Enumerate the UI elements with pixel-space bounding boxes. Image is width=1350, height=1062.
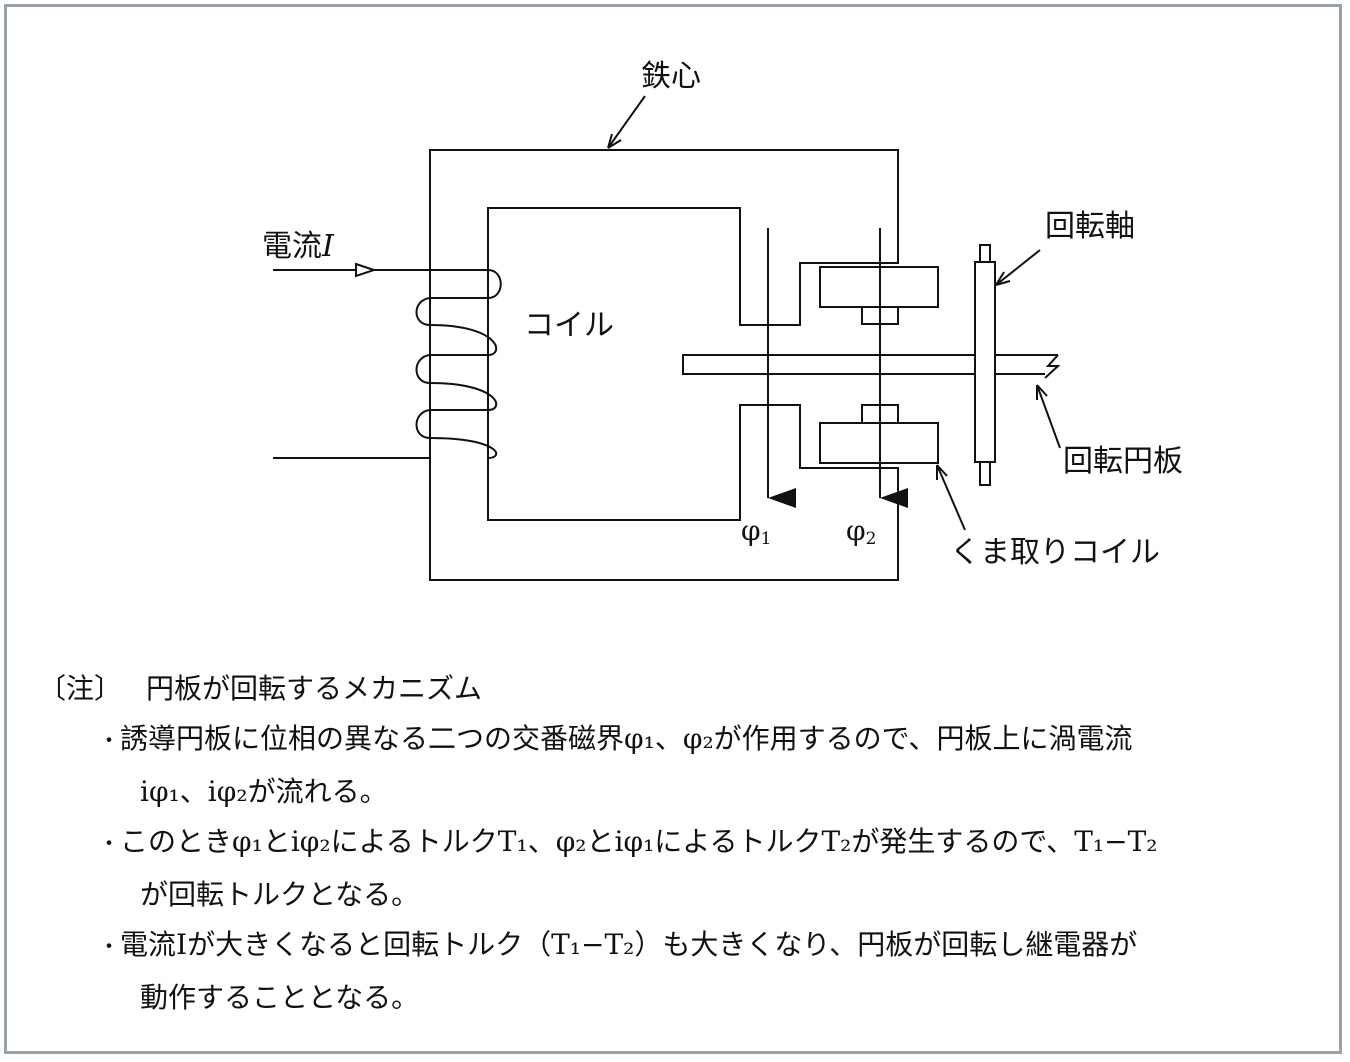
coil-winding <box>415 269 502 459</box>
note-bullet-1-line2: iφ₁、iφ₂が流れる。 <box>140 775 388 808</box>
coil-label: コイル <box>524 308 614 343</box>
rotating-disc <box>682 354 1058 375</box>
notes-tag: 〔注〕 <box>38 672 123 705</box>
disc-label: 回転円板 <box>1063 444 1183 479</box>
pointer-disc <box>1036 384 1061 449</box>
current-direction-arrow <box>355 262 378 278</box>
pointer-shading-coil <box>936 464 966 531</box>
current-label: 電流I <box>262 229 335 264</box>
shaft-label: 回転軸 <box>1045 209 1135 244</box>
disc-break-mark <box>1044 354 1061 379</box>
note-bullet-1: 誘導円板に位相の異なる二つの交番磁界φ₁、φ₂が作用するので、円板上に渦電流 i… <box>120 714 1328 817</box>
relay-diagram: 鉄心 電流I コイル 回転軸 回転円板 くま取りコイル φ1 φ2 <box>262 59 1183 581</box>
pointer-shaft <box>995 249 1041 286</box>
note-bullet-1-line1: 誘導円板に位相の異なる二つの交番磁界φ₁、φ₂が作用するので、円板上に渦電流 <box>120 714 1328 767</box>
phi1-label: φ1 <box>741 514 771 549</box>
pointer-iron-core <box>607 95 646 149</box>
rotating-shaft <box>974 261 996 463</box>
note-bullet-2-line1: このときφ₁とiφ₂によるトルクT₁、φ₂とiφ₁によるトルクT₂が発生するので… <box>120 817 1328 870</box>
shaft-bottom <box>979 461 991 486</box>
shaft-top <box>979 244 991 263</box>
notes-section: 〔注〕 円板が回転するメカニズム 誘導円板に位相の異なる二つの交番磁界φ₁、φ₂… <box>38 664 1328 1023</box>
shading-coil-label: くま取りコイル <box>950 535 1160 570</box>
notes-heading: 円板が回転するメカニズム <box>146 672 483 705</box>
iron-core-outline <box>429 149 899 581</box>
note-bullet-2-line2: が回転トルクとなる。 <box>140 878 420 911</box>
notes-heading-row: 〔注〕 円板が回転するメカニズム <box>38 664 1328 714</box>
phi2-label: φ2 <box>846 514 876 549</box>
figure-frame <box>4 4 1342 1054</box>
note-bullet-3-line1: 電流Iが大きくなると回転トルク（T₁−T₂）も大きくなり、円板が回転し継電器が <box>120 920 1328 973</box>
note-bullet-2: このときφ₁とiφ₂によるトルクT₁、φ₂とiφ₁によるトルクT₂が発生するので… <box>120 817 1328 920</box>
note-bullet-3: 電流Iが大きくなると回転トルク（T₁−T₂）も大きくなり、円板が回転し継電器が … <box>120 920 1328 1023</box>
note-bullet-3-line2: 動作することとなる。 <box>140 981 420 1014</box>
iron-core-label: 鉄心 <box>641 59 701 94</box>
